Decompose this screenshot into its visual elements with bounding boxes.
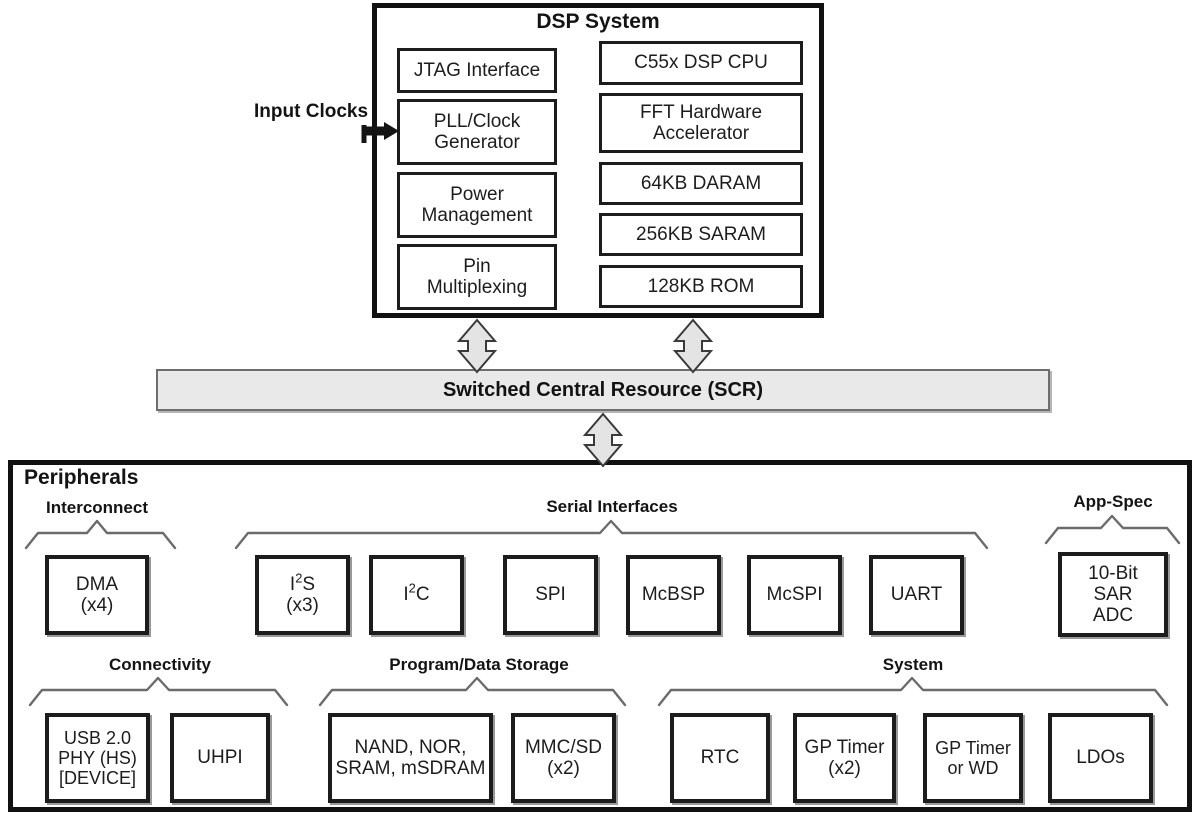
block-256kb-saram[interactable]: 256KB SARAM	[599, 213, 803, 256]
block-label-line2: (x4)	[80, 595, 114, 616]
peripherals-title: Peripherals	[24, 466, 139, 489]
block-label: RTC	[700, 747, 740, 769]
block-mmc-sd[interactable]: MMC/SD (x2)	[511, 713, 616, 803]
group-label-interconnect: Interconnect	[45, 498, 149, 517]
switched-central-resource-bar: Switched Central Resource (SCR)	[156, 369, 1050, 411]
input-clocks-line2: Clocks	[305, 101, 369, 122]
block-rtc[interactable]: RTC	[670, 713, 770, 803]
block-label-line1: GP Timer	[804, 736, 885, 758]
block-label: 64KB DARAM	[640, 172, 762, 194]
block-uart[interactable]: UART	[869, 555, 964, 635]
group-label-system: System	[882, 655, 944, 674]
block-label-line2: (x2)	[828, 758, 861, 779]
group-label-connectivity: Connectivity	[108, 655, 212, 674]
block-mcspi[interactable]: McSPI	[747, 555, 842, 635]
block-10bit-sar-adc[interactable]: 10-Bit SAR ADC	[1058, 552, 1168, 637]
input-clocks-line1: Input	[254, 101, 301, 122]
dsp-system-title: DSP System	[536, 10, 660, 33]
block-label-line2: SAR	[1093, 583, 1133, 605]
block-label: UART	[890, 584, 943, 606]
block-label-line2: Accelerator	[652, 123, 750, 144]
block-usb-phy[interactable]: USB 2.0 PHY (HS) [DEVICE]	[45, 713, 150, 803]
block-label-line1: MMC/SD	[524, 736, 603, 758]
scr-label: Switched Central Resource (SCR)	[442, 378, 764, 401]
block-c55x-dsp-cpu[interactable]: C55x DSP CPU	[599, 41, 803, 85]
block-label: JTAG Interface	[413, 59, 541, 81]
block-label-line1: GP Timer	[935, 737, 1011, 758]
block-label-line1: DMA	[75, 573, 119, 595]
block-power-management[interactable]: Power Management	[397, 172, 557, 238]
block-label-line1: 10-Bit	[1088, 562, 1138, 584]
block-ldos[interactable]: LDOs	[1048, 713, 1153, 803]
block-128kb-rom[interactable]: 128KB ROM	[599, 265, 803, 308]
block-label-line2: Generator	[434, 132, 520, 153]
bidirectional-arrow-icon-right	[672, 318, 714, 374]
block-label: 128KB ROM	[647, 275, 755, 297]
group-label-app-spec: App-Spec	[1073, 492, 1153, 511]
bidirectional-arrow-icon-left	[456, 318, 498, 374]
block-64kb-daram[interactable]: 64KB DARAM	[599, 162, 803, 205]
block-label-line1: NAND, NOR,	[354, 736, 467, 758]
block-label-line1: I2S	[289, 570, 316, 595]
block-mcbsp[interactable]: McBSP	[626, 555, 721, 635]
block-label-line2: SRAM, mSDRAM	[335, 758, 486, 779]
block-label: UHPI	[197, 747, 243, 769]
block-label: I2C	[403, 581, 430, 606]
block-label-line3: [DEVICE]	[58, 768, 137, 789]
block-label-line1: FFT Hardware	[639, 101, 763, 123]
group-label-program-data-storage: Program/Data Storage	[389, 655, 569, 674]
block-i2c[interactable]: I2C	[369, 555, 464, 635]
block-label-line2: (x3)	[286, 595, 319, 616]
input-clocks-label: Input Clocks	[254, 101, 368, 124]
block-label-line2: PHY (HS)	[58, 747, 137, 768]
block-uhpi[interactable]: UHPI	[170, 713, 270, 803]
block-label-line3: ADC	[1092, 605, 1134, 627]
block-label: McSPI	[766, 584, 823, 606]
block-jtag-interface[interactable]: JTAG Interface	[397, 48, 557, 93]
block-nand-nor-sram-msdram[interactable]: NAND, NOR, SRAM, mSDRAM	[328, 713, 493, 803]
block-fft-hardware-accelerator[interactable]: FFT Hardware Accelerator	[599, 93, 803, 153]
bidirectional-arrow-icon-peripherals	[582, 412, 624, 468]
block-dma[interactable]: DMA (x4)	[45, 555, 149, 635]
group-label-serial-interfaces: Serial Interfaces	[546, 497, 678, 516]
block-label-line1: Power	[450, 183, 504, 205]
block-label-line2: Management	[421, 205, 533, 226]
block-pll-clock-generator[interactable]: PLL/Clock Generator	[397, 99, 557, 165]
block-spi[interactable]: SPI	[503, 555, 598, 635]
block-label-line2: or WD	[947, 758, 999, 778]
block-i2s[interactable]: I2S (x3)	[255, 555, 350, 635]
block-label-line1: PLL/Clock	[433, 110, 521, 132]
block-label: McBSP	[641, 584, 706, 606]
block-label-line2: Multiplexing	[426, 277, 528, 298]
block-label-line2: (x2)	[547, 758, 580, 779]
block-pin-multiplexing[interactable]: Pin Multiplexing	[397, 244, 557, 310]
block-label: SPI	[535, 584, 566, 606]
block-label-line1: Pin	[463, 255, 491, 277]
block-label: C55x DSP CPU	[634, 52, 768, 74]
block-label: 256KB SARAM	[636, 223, 766, 245]
block-gp-timer-or-wd[interactable]: GP Timer or WD	[923, 713, 1023, 803]
block-label-line1: USB 2.0	[63, 727, 132, 748]
block-gp-timer-x2[interactable]: GP Timer (x2)	[793, 713, 896, 803]
block-label: LDOs	[1076, 747, 1125, 769]
